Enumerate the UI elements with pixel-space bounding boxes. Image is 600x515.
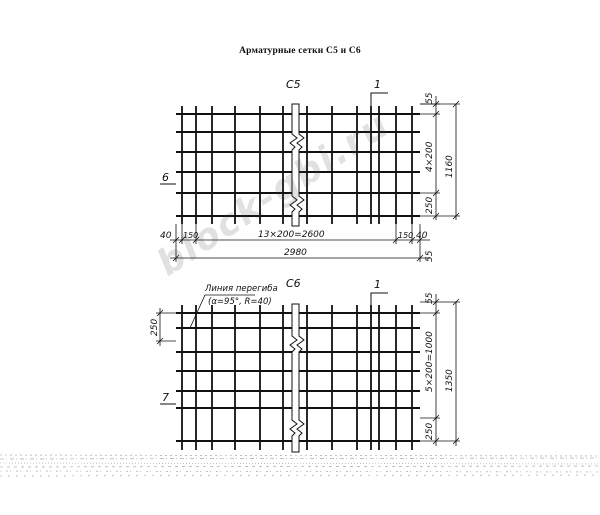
mesh-c6-bend-pointer — [189, 294, 206, 329]
mesh-c5-dim-total-w: 2980 — [284, 248, 307, 258]
mesh-c5-leader — [370, 92, 388, 114]
mesh-c5-dim-below: 55 — [425, 250, 435, 262]
mesh-c5-dim-spacing: 13×200=2600 — [258, 230, 325, 240]
mesh-c5-break-line — [289, 103, 305, 227]
mesh-c6-dim-bottom: 250 — [425, 423, 435, 440]
drawing-title: Арматурные сетки С5 и С6 — [239, 46, 361, 56]
mesh-c5-dim-left-40: 40 — [160, 231, 172, 241]
mesh-c6-vertical-bars — [181, 305, 413, 450]
mesh-c5: С5 — [160, 78, 460, 262]
mesh-c5-dim-total-h: 1160 — [445, 155, 455, 178]
mesh-c6-dim-middle: 5×200=1000 — [425, 331, 435, 392]
mesh-c6-leader-mark: 1 — [374, 278, 381, 291]
mesh-c5-dim-right-40: 40 — [416, 231, 428, 241]
mesh-c5-leader-mark: 1 — [374, 78, 381, 91]
mesh-c5-vertical-bars — [181, 106, 413, 224]
mesh-c5-label: С5 — [286, 78, 301, 91]
mesh-c6-leader — [370, 292, 388, 313]
mesh-c5-dim-left-150: 150 — [183, 231, 198, 240]
mesh-c6-left-dimension — [156, 308, 176, 346]
mesh-c6-side-mark: 7 — [162, 391, 169, 404]
mesh-c6-dim-total-h: 1350 — [445, 369, 455, 392]
mesh-c6-dim-left-250: 250 — [150, 319, 160, 336]
mesh-c6-bend-params: (α=95°, R=40) — [208, 297, 272, 307]
mesh-c6-bend-line-label: Линия перегиба — [204, 284, 278, 294]
mesh-c5-bottom-dimensions — [170, 224, 430, 262]
mesh-c5-side-mark: 6 — [162, 171, 169, 184]
mesh-c6-dim-top: 55 — [425, 292, 435, 304]
mesh-c6-right-dimensions — [420, 294, 460, 446]
mesh-c6: С6 Линия перегиба (α=95°, R=40) — [150, 277, 460, 453]
mesh-c6-label: С6 — [286, 277, 301, 290]
mesh-c5-dim-right-150: 150 — [398, 231, 413, 240]
mesh-c5-dim-middle: 4×200 — [425, 141, 435, 172]
scan-noise-band — [0, 454, 600, 477]
mesh-c6-break-line — [289, 303, 305, 453]
mesh-c5-dim-top: 55 — [425, 92, 435, 104]
mesh-c5-right-dimensions — [420, 96, 460, 220]
mesh-c5-dim-bottom: 250 — [425, 197, 435, 214]
